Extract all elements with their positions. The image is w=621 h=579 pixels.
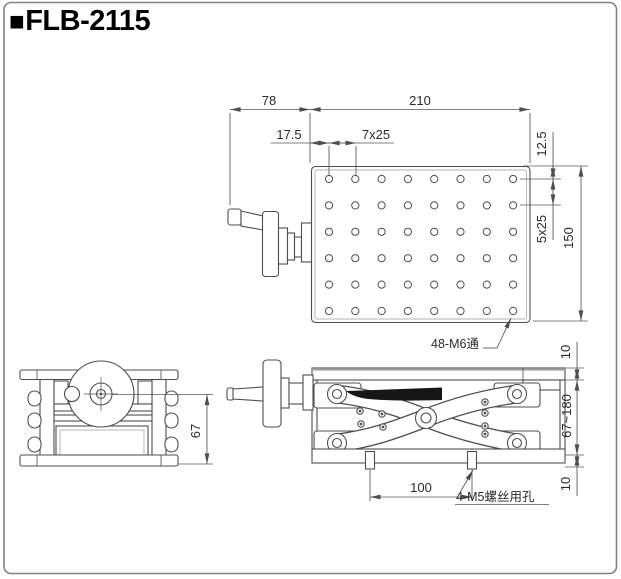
m6-hole — [482, 227, 491, 236]
m6-hole — [482, 280, 491, 289]
m6-hole — [324, 174, 334, 184]
m6-hole — [403, 254, 412, 263]
title-bullet: ■ — [9, 5, 25, 36]
m6-hole — [377, 306, 386, 316]
m6-hole — [351, 201, 360, 210]
side-view-crank-handle — [226, 359, 314, 428]
m6-hole — [324, 254, 334, 263]
m6-hole — [508, 174, 518, 184]
m6-hole — [403, 174, 412, 184]
m6-hole — [430, 306, 439, 316]
side-top-plate — [311, 367, 566, 381]
front-view — [19, 360, 179, 467]
m6-hole — [456, 201, 465, 210]
dim-67-180-label: 67~180 — [559, 394, 574, 438]
handwheel — [67, 360, 135, 428]
base-mount-hole-right — [466, 450, 478, 470]
side-view-dimensions: 10 67~180 10 100 4-M5螺丝用孔 — [369, 342, 584, 505]
m6-hole — [508, 306, 518, 316]
dim-17-5-label: 17.5 — [276, 127, 301, 142]
m6-hole — [377, 254, 386, 263]
m6-hole — [351, 306, 360, 316]
handwheel-knob — [63, 385, 81, 403]
page-title: ■FLB-2115 — [9, 5, 151, 37]
m6-hole — [430, 201, 439, 210]
m6-hole — [456, 280, 465, 289]
m6-hole — [351, 227, 360, 236]
lead-screw — [346, 387, 442, 401]
m6-hole — [430, 227, 439, 236]
pivots — [326, 383, 528, 454]
m6-hole — [377, 174, 386, 184]
hole-grid — [324, 174, 518, 316]
m6-hole — [324, 227, 334, 236]
side-base-plate — [311, 448, 566, 464]
dim-10-top-label: 10 — [558, 345, 573, 359]
m6-hole — [430, 174, 439, 184]
hole-callout: 48-M6通 — [431, 317, 512, 351]
front-bottom-plate — [19, 454, 179, 467]
m6-hole — [430, 280, 439, 289]
m6-hole — [403, 306, 412, 316]
dim-100-label: 100 — [410, 480, 432, 495]
m6-hole — [456, 254, 465, 263]
m6-hole — [403, 201, 412, 210]
m6-hole — [430, 254, 439, 263]
top-view-dimensions: 78 210 17.5 7x25 12.5 5x25 150 48-M6通 — [229, 93, 588, 351]
m6-hole — [482, 201, 491, 210]
m6-hole — [377, 280, 386, 289]
dim-67-label: 67 — [188, 424, 203, 438]
m6-hole — [351, 174, 360, 184]
top-view — [227, 165, 531, 324]
m6-hole — [508, 201, 518, 210]
m6-hole — [456, 174, 465, 184]
m6-hole — [456, 306, 465, 316]
base-mount-hole-left — [364, 450, 376, 470]
m6-hole — [351, 280, 360, 289]
side-view — [226, 359, 566, 470]
m6-hole — [324, 201, 334, 210]
front-view-dimensions: 67 — [112, 394, 213, 465]
dim-12-5-label: 12.5 — [534, 131, 549, 156]
m6-hole — [482, 254, 491, 263]
dim-10-bottom-label: 10 — [558, 477, 573, 491]
dim-5x25-label: 5x25 — [534, 215, 549, 243]
dim-7x25-label: 7x25 — [362, 127, 390, 142]
m6-hole — [508, 227, 518, 236]
base-hole-callout-label: 4-M5螺丝用孔 — [456, 490, 535, 504]
m6-hole — [403, 227, 412, 236]
top-view-crank-handle — [227, 208, 313, 278]
dim-150-label: 150 — [561, 227, 576, 249]
dim-78-label: 78 — [262, 93, 276, 108]
dim-210-label: 210 — [409, 93, 431, 108]
m6-hole — [456, 227, 465, 236]
m6-hole — [403, 280, 412, 289]
hole-callout-label: 48-M6通 — [431, 337, 479, 351]
m6-hole — [482, 174, 491, 184]
top-view-plate — [310, 165, 531, 324]
m6-hole — [324, 306, 334, 316]
m6-hole — [377, 201, 386, 210]
m6-hole — [377, 227, 386, 236]
m6-hole — [508, 254, 518, 263]
title-model: FLB-2115 — [25, 5, 151, 37]
base-hole-callout: 4-M5螺丝用孔 — [455, 469, 549, 505]
m6-hole — [482, 306, 491, 316]
top-view-plate-inner-line — [314, 169, 527, 320]
m6-hole — [508, 280, 518, 289]
m6-hole — [324, 280, 334, 289]
m6-hole — [351, 254, 360, 263]
arm-screws — [356, 398, 489, 438]
